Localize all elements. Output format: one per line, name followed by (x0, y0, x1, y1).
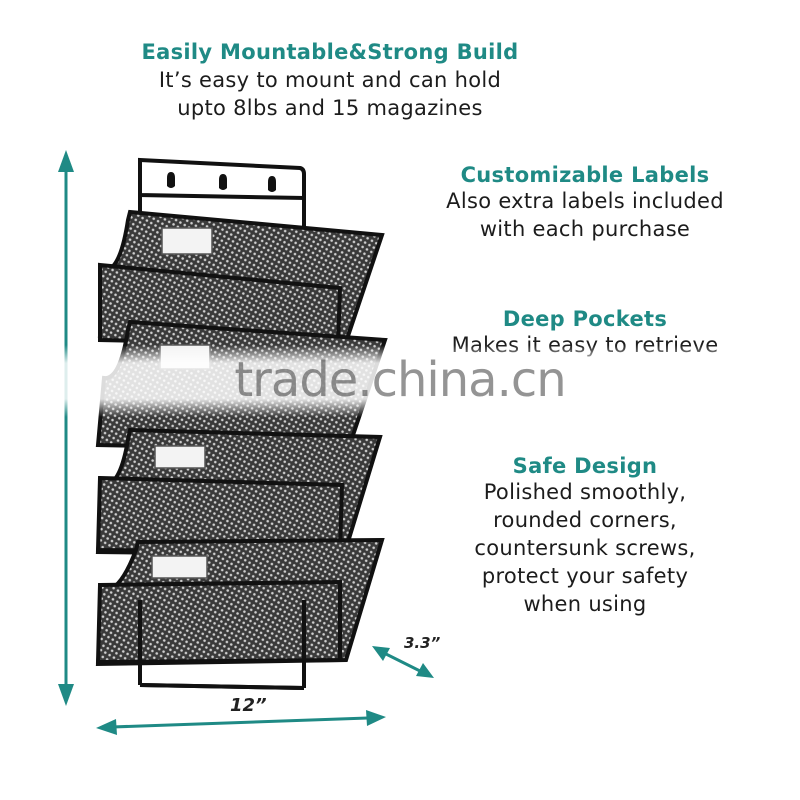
feature-labels-line: with each purchase (479, 217, 691, 241)
feature-safe-line: rounded corners, (493, 508, 677, 532)
pocket-7 (95, 579, 342, 665)
feature-labels-heading: Customizable Labels (460, 163, 710, 187)
feature-labels: Customizable Labels Also extra labels in… (410, 163, 760, 243)
depth-arrow (372, 646, 434, 678)
watermark: trade.china.cn (234, 352, 566, 408)
feature-safe-line: protect your safety (481, 564, 689, 588)
width-arrow (96, 710, 386, 735)
feature-safe-heading: Safe Design (512, 454, 658, 478)
frame-front (138, 600, 306, 690)
feature-safe-line: when using (523, 592, 647, 616)
watermark-band (0, 345, 800, 417)
height-arrow (58, 150, 74, 706)
feature-safe: Safe Design Polished smoothly, rounded c… (410, 454, 760, 618)
feature-mount-heading: Easily Mountable&Strong Build (141, 40, 519, 64)
feature-mount-line: upto 8lbs and 15 magazines (177, 96, 483, 120)
feature-mount-line: It’s easy to mount and can hold (158, 68, 502, 92)
width-label: 12” (230, 695, 267, 716)
feature-labels-line: Also extra labels included (446, 189, 724, 213)
feature-mount: Easily Mountable&Strong Build It’s easy … (80, 38, 580, 122)
feature-safe-line: countersunk screws, (474, 536, 696, 560)
feature-pockets-heading: Deep Pockets (502, 307, 668, 331)
feature-safe-line: Polished smoothly, (483, 480, 687, 504)
depth-label: 3.3” (404, 634, 441, 652)
